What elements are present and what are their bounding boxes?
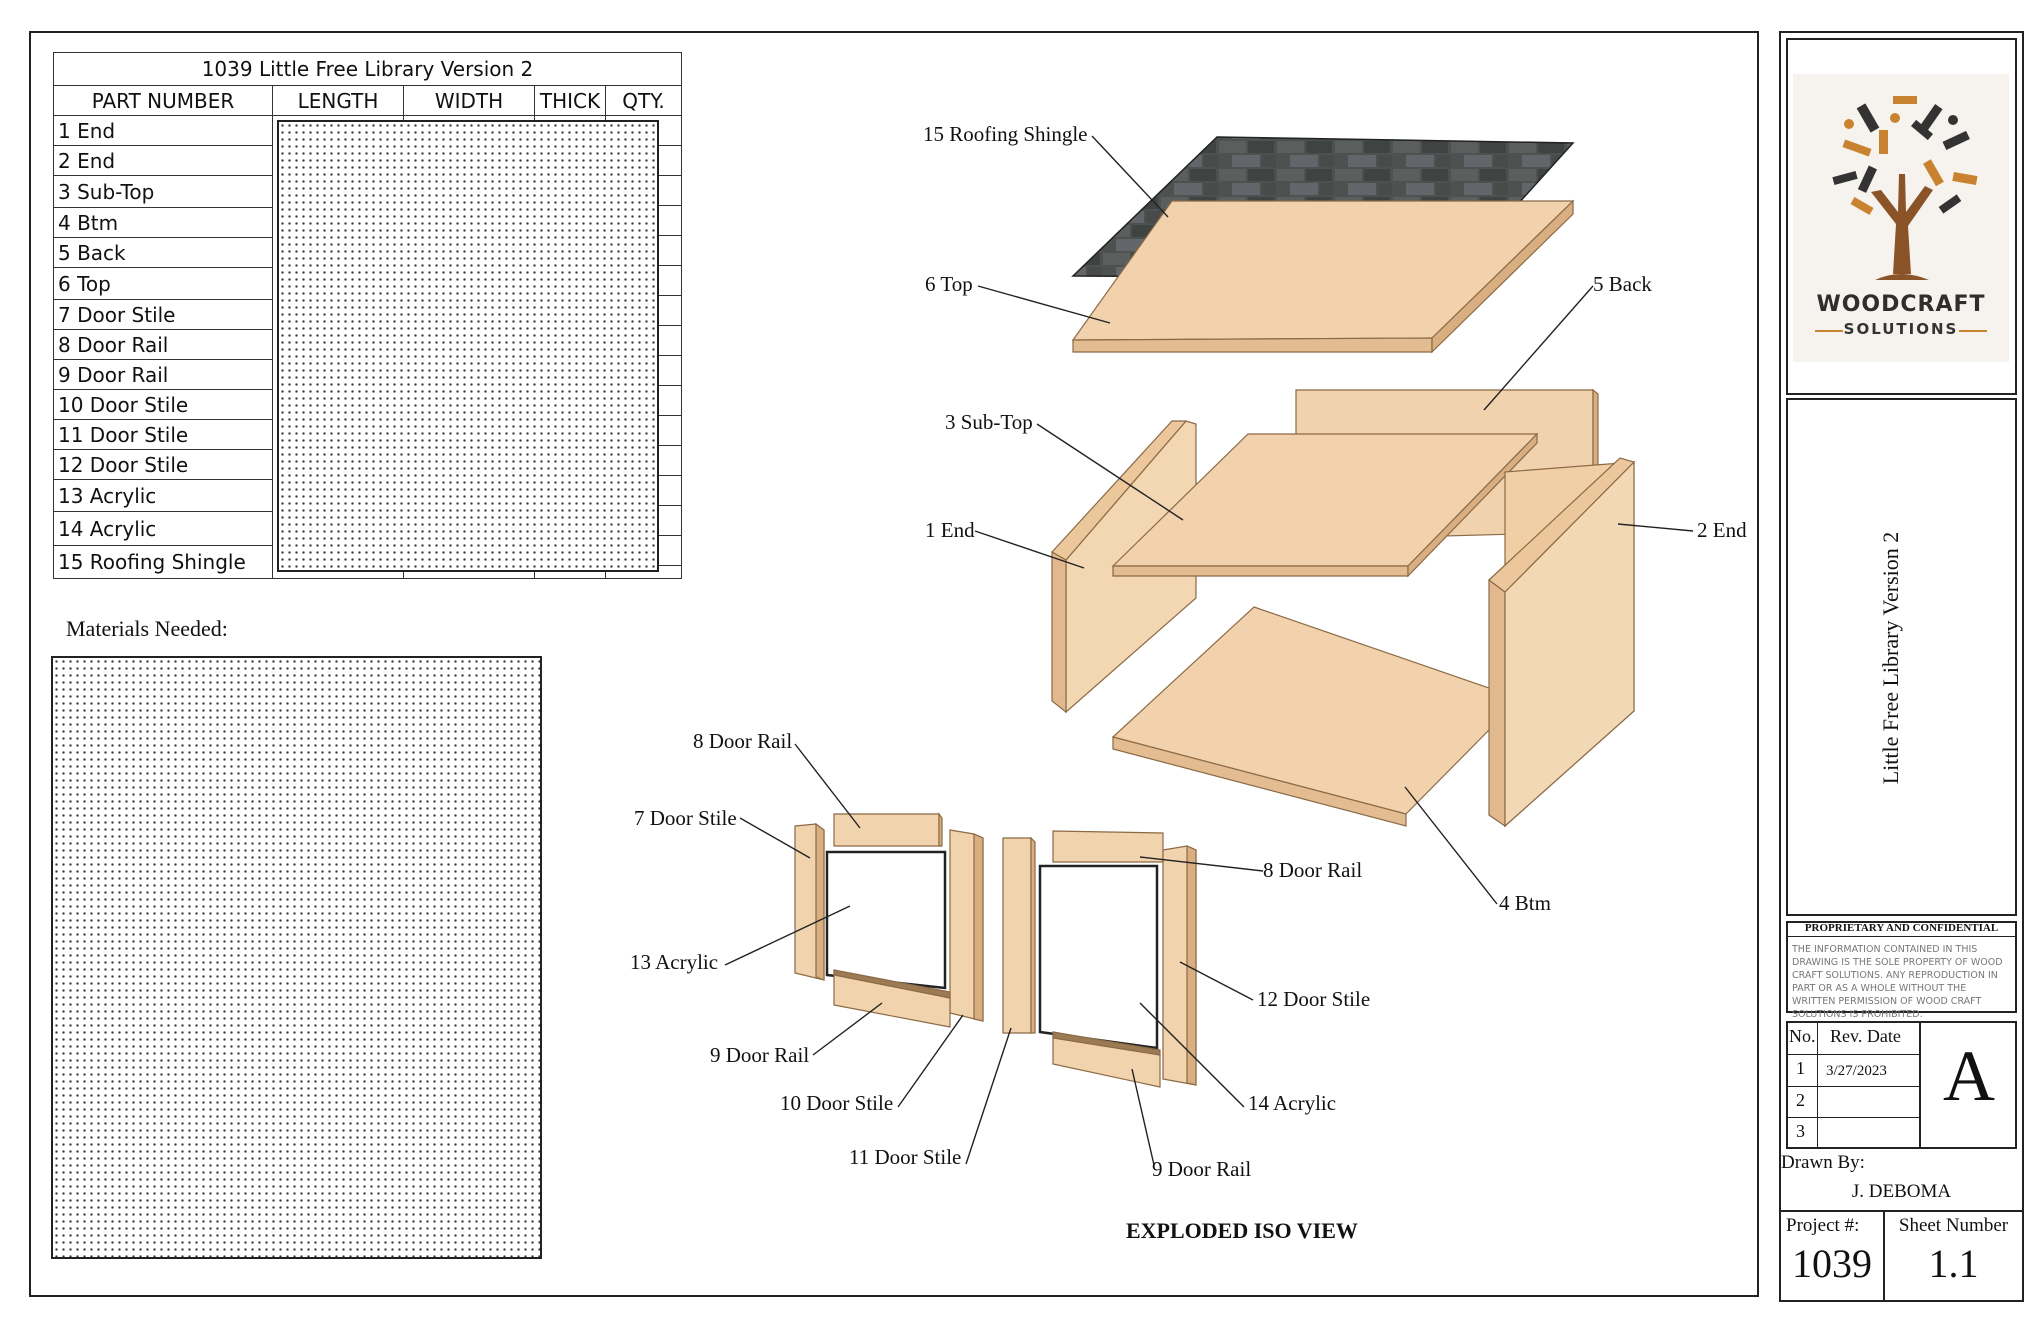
drawing-title-panel xyxy=(1786,398,2017,916)
bottom-part xyxy=(1111,606,1490,827)
callout-bottom: 4 Btm xyxy=(1499,891,1551,915)
table-row-part: 1 End xyxy=(54,116,273,146)
table-row-part: 6 Top xyxy=(54,268,273,300)
table-row-part: 15 Roofing Shingle xyxy=(54,546,273,579)
column-header-length: LENGTH xyxy=(273,86,404,116)
table-row-part: 5 Back xyxy=(54,238,273,268)
logo-subtitle: SOLUTIONS xyxy=(1843,320,1959,338)
table-row-part: 14 Acrylic xyxy=(54,512,273,546)
callout-door-rail-9-right: 9 Door Rail xyxy=(1152,1157,1252,1181)
callout-acrylic-14: 14 Acrylic xyxy=(1248,1091,1337,1115)
callout-leaders xyxy=(724,135,1694,1166)
column-header-qty: QTY. xyxy=(606,86,682,116)
table-data-redaction xyxy=(277,120,659,572)
logo-divider-right xyxy=(1959,330,1987,332)
rev-row-line xyxy=(1786,1117,1919,1118)
subtop-part xyxy=(1111,432,1539,578)
logo-divider-left xyxy=(1815,330,1843,332)
table-row-part: 8 Door Rail xyxy=(54,330,273,360)
rev-row-no: 3 xyxy=(1796,1121,1805,1141)
callout-door-stile-11: 11 Door Stile xyxy=(849,1145,962,1169)
logo-wordmark: WOODCRAFT xyxy=(1816,292,1986,317)
rev-row-line xyxy=(1786,1086,1919,1087)
rev-row-no: 2 xyxy=(1796,1090,1805,1110)
rev-letter: A xyxy=(1943,1036,1995,1116)
end2-part xyxy=(1488,457,1636,828)
rev-date-header: Rev. Date xyxy=(1830,1026,1901,1046)
table-row-part: 3 Sub-Top xyxy=(54,176,273,208)
table-row-part: 13 Acrylic xyxy=(54,480,273,512)
right-door-assembly xyxy=(1002,830,1197,1088)
drawing-frame xyxy=(29,31,1759,1297)
proprietary-heading: PROPRIETARY AND CONFIDENTIAL xyxy=(1786,922,2017,937)
callout-roofing-shingle: 15 Roofing Shingle xyxy=(923,122,1088,146)
drawing-title: Little Free Library Version 2 xyxy=(1878,531,1903,785)
parts-table-title: 1039 Little Free Library Version 2 xyxy=(54,53,682,86)
callout-door-rail-9-left: 9 Door Rail xyxy=(710,1043,810,1067)
rev-no-header: No. xyxy=(1789,1026,1816,1046)
column-header-part-number: PART NUMBER xyxy=(54,86,273,116)
drawn-by-name: J. DEBOMA xyxy=(1851,1181,1952,1202)
rev-letter-divider xyxy=(1919,1021,1921,1149)
proprietary-text: THE INFORMATION CONTAINED IN THIS DRAWIN… xyxy=(1792,944,2003,1020)
rev-col-divider xyxy=(1817,1021,1818,1149)
tree-logo-icon xyxy=(1825,93,1978,280)
view-title: EXPLODED ISO VIEW xyxy=(1126,1218,1358,1243)
table-row-part: 7 Door Stile xyxy=(54,300,273,330)
rev-row-date: 3/27/2023 xyxy=(1826,1063,1887,1079)
callout-door-stile-7: 7 Door Stile xyxy=(634,806,737,830)
drawn-by-label: Drawn By: xyxy=(1781,1152,1865,1173)
materials-label: Materials Needed: xyxy=(66,616,228,641)
rev-row-line xyxy=(1786,1054,1919,1055)
callout-end-2: 2 End xyxy=(1697,518,1747,542)
company-logo: WOODCRAFT SOLUTIONS xyxy=(1793,74,2009,362)
column-header-width: WIDTH xyxy=(404,86,535,116)
project-number: 1039 xyxy=(1792,1241,1872,1286)
sheet-number-cell xyxy=(1883,1210,2024,1302)
callout-sub-top: 3 Sub-Top xyxy=(945,410,1033,434)
callout-door-stile-12: 12 Door Stile xyxy=(1257,987,1371,1011)
table-row-part: 9 Door Rail xyxy=(54,360,273,390)
table-row-part: 2 End xyxy=(54,146,273,176)
callout-acrylic-13: 13 Acrylic xyxy=(630,950,719,974)
sheet-label: Sheet Number xyxy=(1898,1215,2009,1236)
callout-door-stile-10: 10 Door Stile xyxy=(780,1091,894,1115)
callout-top: 6 Top xyxy=(925,272,973,296)
exploded-iso-drawing xyxy=(724,135,1694,1166)
materials-redaction xyxy=(51,656,542,1259)
project-label: Project #: xyxy=(1786,1215,1860,1236)
callout-door-rail-8-left: 8 Door Rail xyxy=(693,729,793,753)
table-row-part: 12 Door Stile xyxy=(54,450,273,480)
top-part xyxy=(1071,199,1575,354)
table-row-part: 10 Door Stile xyxy=(54,390,273,420)
rev-row-no: 1 xyxy=(1796,1058,1805,1078)
sheet-number: 1.1 xyxy=(1928,1241,1979,1286)
table-row-part: 11 Door Stile xyxy=(54,420,273,450)
column-header-thick: THICK xyxy=(535,86,606,116)
revision-table xyxy=(1786,1021,2017,1149)
proprietary-panel xyxy=(1786,921,2017,1013)
logo-panel xyxy=(1786,38,2017,395)
callout-end-1: 1 End xyxy=(925,518,975,542)
callout-back: 5 Back xyxy=(1593,272,1652,296)
left-door-assembly xyxy=(794,812,984,1028)
callout-door-rail-8-right: 8 Door Rail xyxy=(1263,858,1363,882)
table-row-part: 4 Btm xyxy=(54,208,273,238)
